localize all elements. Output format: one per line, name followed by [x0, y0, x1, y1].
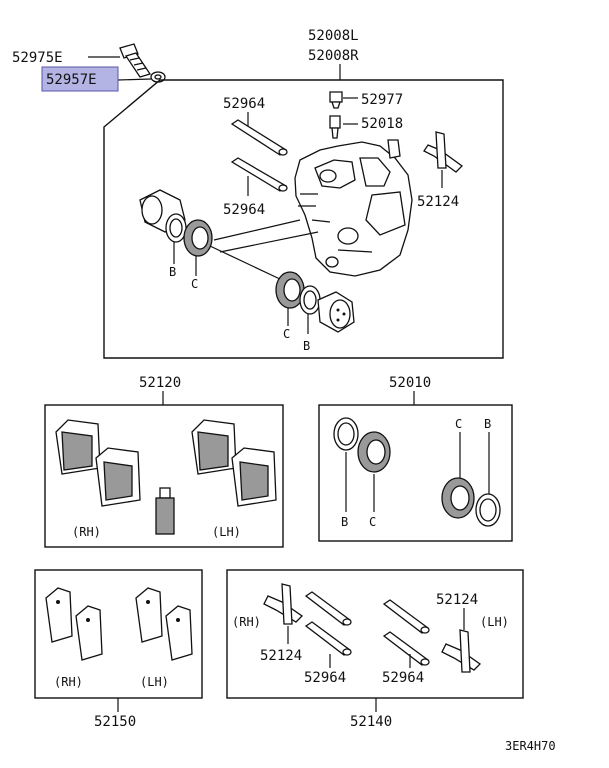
label-pin-kit-b[interactable]: 52964 — [382, 670, 424, 686]
ref-b-kit-right: B — [484, 417, 491, 431]
label-pads-lh: (LH) — [212, 525, 241, 539]
seal-c-kit-right[interactable] — [441, 477, 475, 519]
ref-b-right: B — [303, 339, 310, 353]
label-pin-bottom[interactable]: 52964 — [223, 202, 265, 218]
label-spring-left[interactable]: 52124 — [260, 648, 302, 664]
label-shim-kit[interactable]: 52150 — [94, 714, 136, 730]
washer-highlight — [41, 66, 119, 92]
label-seal-kit[interactable]: 52010 — [389, 375, 431, 391]
diagram-code: 3ER4H70 — [505, 739, 556, 753]
label-pins-lh: (LH) — [480, 615, 509, 629]
label-pads-rh: (RH) — [72, 525, 101, 539]
label-spring-top[interactable]: 52124 — [417, 194, 459, 210]
brake-pad-rh-outer[interactable] — [55, 419, 101, 475]
bleeder-screw-52018[interactable] — [329, 115, 341, 139]
guide-pin-upper[interactable] — [230, 119, 288, 156]
ref-c-kit-right: C — [455, 417, 462, 431]
label-pin-top[interactable]: 52964 — [223, 96, 265, 112]
label-pin-kit[interactable]: 52140 — [350, 714, 392, 730]
wear-indicator[interactable] — [155, 487, 175, 535]
spring-kit-left[interactable] — [263, 583, 304, 625]
seal-b-left[interactable] — [165, 213, 187, 243]
piston-right[interactable] — [317, 291, 355, 333]
spring-kit-right[interactable] — [441, 629, 482, 673]
guide-pin-kit-b2[interactable] — [382, 631, 430, 666]
seal-b-kit-right[interactable] — [475, 493, 501, 527]
caliper-housing[interactable] — [294, 139, 413, 277]
shim-lh-outer[interactable] — [135, 587, 163, 643]
label-pin-kit-a[interactable]: 52964 — [304, 670, 346, 686]
label-cap[interactable]: 52977 — [361, 92, 403, 108]
guide-pin-kit-b1[interactable] — [382, 599, 430, 634]
pad-kit-frame — [44, 404, 284, 548]
seal-c-right[interactable] — [275, 271, 305, 309]
label-washer[interactable]: 52957E — [46, 72, 97, 88]
label-pins-rh: (RH) — [232, 615, 261, 629]
label-spring-right[interactable]: 52124 — [436, 592, 478, 608]
ref-c-left: C — [191, 277, 198, 291]
shim-rh-inner[interactable] — [75, 605, 103, 661]
guide-pin-kit-a2[interactable] — [304, 621, 352, 656]
label-bleeder[interactable]: 52018 — [361, 116, 403, 132]
label-shims-rh: (RH) — [54, 675, 83, 689]
guide-pin-kit-a1[interactable] — [304, 591, 352, 626]
label-caliper-l[interactable]: 52008L — [308, 28, 359, 44]
guide-pin-lower[interactable] — [230, 157, 288, 192]
seal-c-left[interactable] — [183, 219, 213, 257]
bleeder-cap-52977[interactable] — [329, 91, 343, 109]
seal-b-right[interactable] — [299, 285, 321, 315]
brake-pad-lh-outer[interactable] — [191, 419, 237, 475]
ref-c-kit-left: C — [369, 515, 376, 529]
label-caliper-r[interactable]: 52008R — [308, 48, 359, 64]
anti-rattle-spring-top[interactable] — [423, 131, 463, 173]
label-shims-lh: (LH) — [140, 675, 169, 689]
seal-b-kit-left[interactable] — [333, 417, 359, 451]
ref-b-kit-left: B — [341, 515, 348, 529]
label-bolt[interactable]: 52975E — [12, 50, 63, 66]
brake-pad-lh-inner[interactable] — [231, 447, 277, 507]
shim-lh-inner[interactable] — [165, 605, 193, 661]
caliper-assembly-frame — [103, 79, 504, 359]
bolt-52975e[interactable] — [119, 43, 152, 78]
shim-rh-outer[interactable] — [45, 587, 73, 643]
ref-c-right: C — [283, 327, 290, 341]
seal-kit-frame — [318, 404, 513, 542]
ref-b-left: B — [169, 265, 176, 279]
label-pad-kit[interactable]: 52120 — [139, 375, 181, 391]
pin-kit-frame — [226, 569, 524, 699]
brake-pad-rh-inner[interactable] — [95, 447, 141, 507]
seal-c-kit-left[interactable] — [357, 431, 391, 473]
